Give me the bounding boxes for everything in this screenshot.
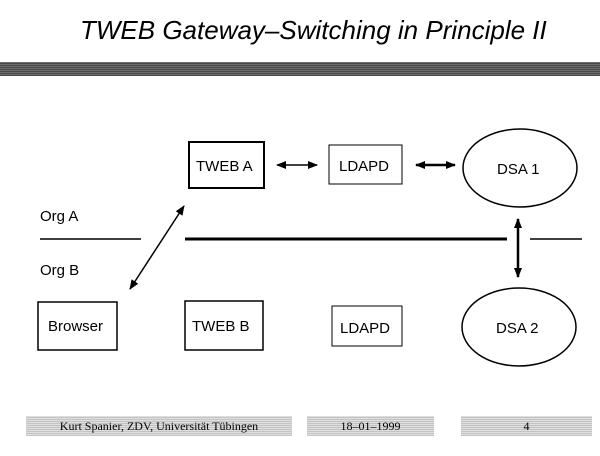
dsa-2-label: DSA 2 [496, 320, 539, 337]
slide-title: TWEB Gateway–Switching in Principle II [80, 15, 547, 45]
tweb-a-label: TWEB A [196, 158, 253, 175]
slide-title-area: TWEB Gateway–Switching in Principle II [0, 0, 600, 62]
ldapd-a-box [328, 144, 403, 185]
browser-label: Browser [48, 318, 103, 335]
footer-author-text: Kurt Spanier, ZDV, Universität Tübingen [59, 418, 259, 433]
title-band [0, 62, 600, 76]
footer-date: 18–01–1999 [307, 416, 434, 436]
org-a-label: Org A [40, 208, 78, 225]
dsa-1-ellipse [462, 128, 578, 208]
footer-author: Kurt Spanier, ZDV, Universität Tübingen [26, 416, 292, 436]
footer-page: 4 [461, 416, 592, 436]
footer-date-text: 18–01–1999 [340, 418, 401, 433]
arrow-browser-tweb-a [129, 205, 185, 290]
footer-page-number: 4 [523, 418, 530, 433]
dsa-2-ellipse [461, 287, 577, 367]
org-b-label: Org B [40, 262, 79, 279]
tweb-b-box [184, 300, 264, 351]
ldapd-b-box [331, 305, 403, 347]
dsa-1-label: DSA 1 [497, 161, 540, 178]
ldapd-a-label: LDAPD [339, 158, 389, 175]
browser-box [37, 301, 118, 351]
ldapd-b-label: LDAPD [340, 320, 390, 337]
tweb-b-label: TWEB B [192, 318, 250, 335]
tweb-a-box [188, 141, 265, 189]
